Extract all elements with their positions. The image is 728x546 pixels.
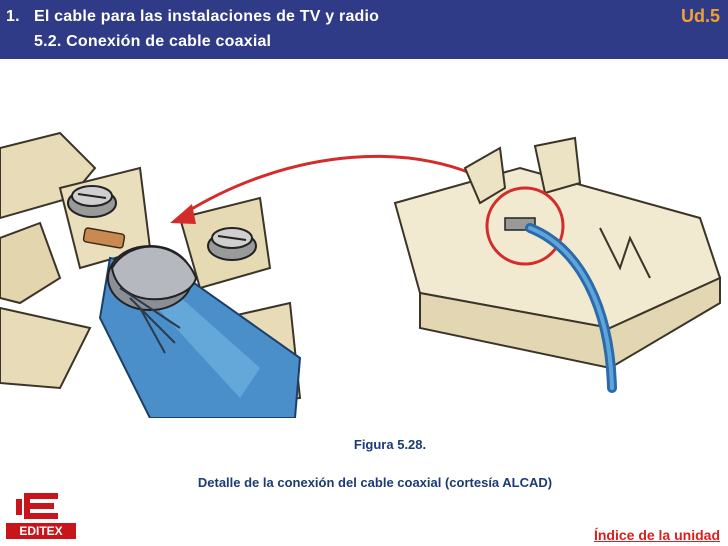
page-title: 1. El cable para las instalaciones de TV … bbox=[6, 8, 379, 26]
title-number: 1. bbox=[6, 8, 20, 25]
figure-caption-title: Figura 5.28. bbox=[353, 437, 427, 452]
title-text: El cable para las instalaciones de TV y … bbox=[34, 8, 380, 25]
page-subtitle: 5.2. Conexión de cable coaxial bbox=[34, 33, 272, 50]
unit-label: Ud.5 bbox=[680, 6, 720, 26]
coaxial-connection-figure bbox=[0, 131, 722, 418]
svg-text:EDITEX: EDITEX bbox=[19, 524, 62, 538]
header-bar: 1. El cable para las instalaciones de TV … bbox=[0, 0, 728, 59]
screw-left bbox=[67, 185, 117, 218]
junction-box bbox=[393, 136, 722, 393]
screw-right bbox=[207, 227, 257, 261]
unit-index-link[interactable]: Índice de la unidad bbox=[593, 527, 720, 543]
editex-logo: EDITEX bbox=[4, 489, 78, 541]
figure-caption-description: Detalle de la conexión del cable coaxial… bbox=[197, 475, 553, 490]
closeup-detail bbox=[0, 131, 501, 418]
